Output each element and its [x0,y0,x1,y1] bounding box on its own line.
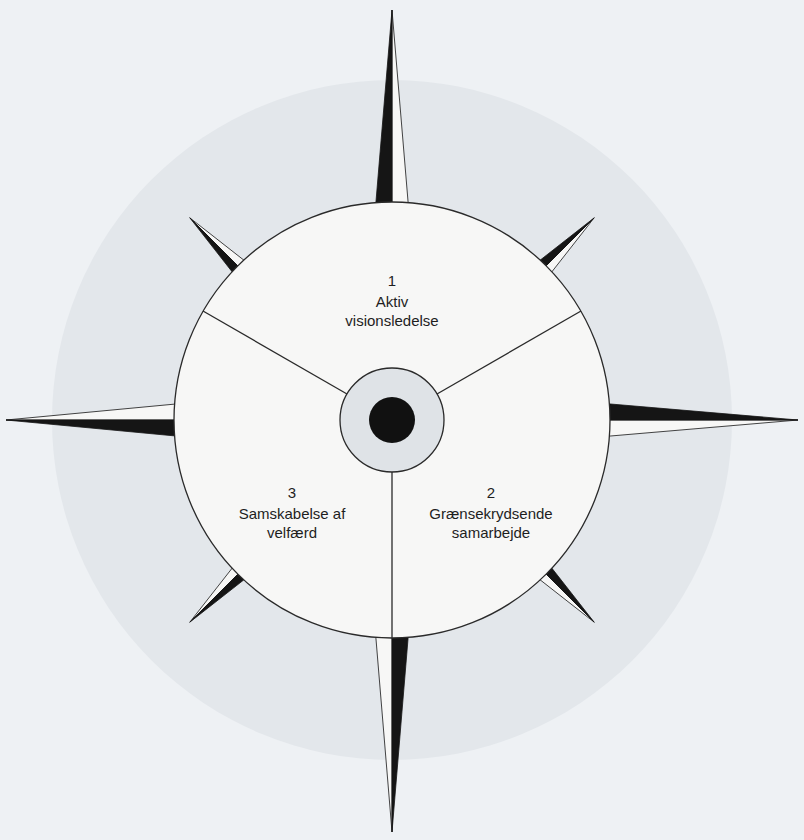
divider-line [391,472,392,638]
sector-title: Samskabelse af velfærd [231,504,353,542]
sector-label: 1Aktiv visionsledelse [329,267,455,334]
main-circle [174,202,610,638]
sector-label: 3Samskabelse af velfærd [227,479,357,546]
sector-number: 2 [421,483,561,502]
sector-title: Grænsekrydsende samarbejde [421,504,561,542]
center-ring [340,368,444,472]
sector-number: 3 [231,483,353,502]
sector-title: Aktiv visionsledelse [333,292,451,330]
divider-line [437,311,581,394]
sector-label: 2Grænsekrydsende samarbejde [417,479,565,546]
compass-points [6,10,798,832]
center-dot [369,397,415,443]
divider-line [203,311,347,394]
sector-number: 1 [333,271,451,290]
